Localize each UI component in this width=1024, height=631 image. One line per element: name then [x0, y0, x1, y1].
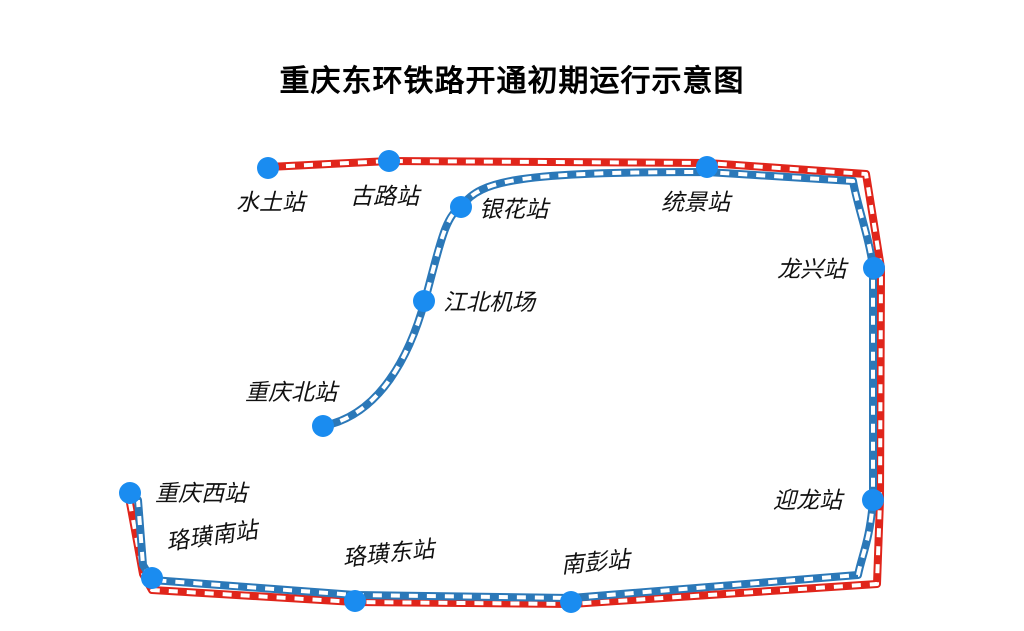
station-dot-yinglong[interactable]	[862, 489, 884, 511]
station-label-chongqing-west: 重庆西站	[155, 481, 247, 507]
station-label-yinhua: 银花站	[479, 197, 548, 223]
station-dot-chongqing-north[interactable]	[312, 415, 334, 437]
station-label-longxing: 龙兴站	[777, 257, 846, 283]
station-label-shuitu: 水土站	[236, 190, 305, 216]
station-label-chongqing-north: 重庆北站	[245, 380, 337, 406]
station-label-jiangbei-airport: 江北机场	[443, 290, 535, 316]
station-dot-yinhua[interactable]	[450, 196, 472, 218]
station-dot-tongjing[interactable]	[696, 156, 718, 178]
station-label-tongjing: 统景站	[661, 190, 730, 216]
station-label-nanpeng: 南彭站	[559, 547, 631, 579]
station-label-gulu: 古路站	[350, 184, 419, 210]
station-dot-gulu[interactable]	[378, 150, 400, 172]
station-dot-chongqing-west[interactable]	[119, 482, 141, 504]
red-route-dash	[126, 159, 883, 606]
station-label-yinglong: 迎龙站	[773, 488, 842, 514]
station-dot-jiangbei-airport[interactable]	[413, 290, 435, 312]
station-dot-luohuang-south[interactable]	[141, 567, 163, 589]
station-dot-longxing[interactable]	[863, 257, 885, 279]
station-dot-luohuang-east[interactable]	[344, 590, 366, 612]
blue-route	[134, 168, 877, 602]
map-title: 重庆东环铁路开通初期运行示意图	[279, 64, 745, 99]
station-dot-nanpeng[interactable]	[560, 591, 582, 613]
blue-route-dash	[136, 170, 875, 600]
station-dot-shuitu[interactable]	[257, 157, 279, 179]
station-dots	[119, 150, 885, 613]
